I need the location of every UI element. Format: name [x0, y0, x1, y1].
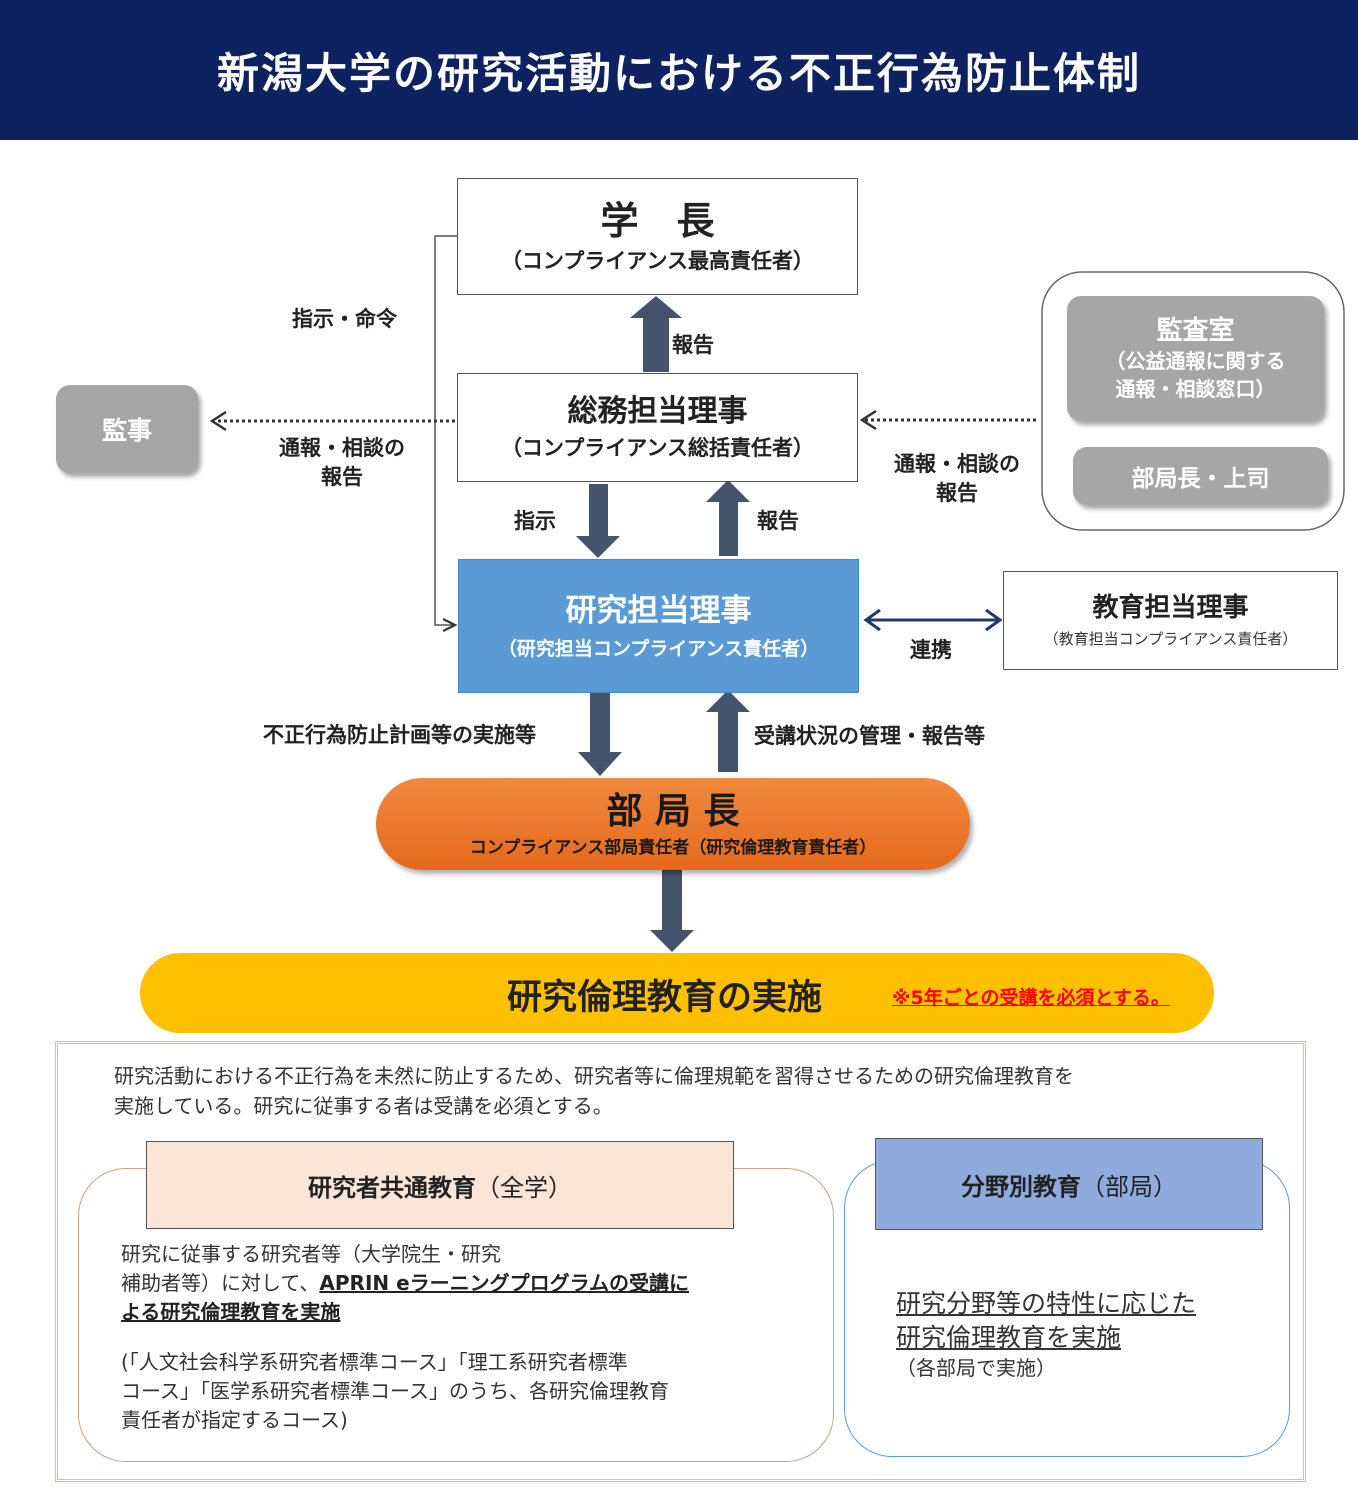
common-education-title-box: 研究者共通教育 （全学）: [146, 1141, 734, 1229]
field-education-line3: （各部局で実施）: [896, 1356, 1056, 1380]
ethics-note: ※5年ごとの受講を必須とする。: [892, 987, 1170, 1009]
report-consult-left-line1: 通報・相談の: [279, 436, 405, 460]
president-box: 学 長 （コンプライアンス最高責任者）: [457, 178, 858, 295]
field-education-desc: 研究分野等の特性に応じた 研究倫理教育を実施 （各部局で実施）: [896, 1287, 1196, 1381]
general-director-subtitle: （コンプライアンス総括責任者）: [500, 435, 815, 460]
supervisor-label: 部局長・上司: [1131, 466, 1270, 492]
ethics-detail-frame: [55, 1041, 1306, 1482]
common-education-courses: (「人文社会科学系研究者標準コース」「理工系研究者標準 コース」「医学系研究者標…: [121, 1348, 821, 1435]
ethics-intro: 研究活動における不正行為を未然に防止するため、研究者等に倫理規範を習得させるため…: [114, 1061, 1074, 1121]
common-education-line3: よる研究倫理教育を実施: [121, 1300, 341, 1324]
instruct-down-arrow: [576, 484, 620, 558]
audit-office-title: 監査室: [1156, 315, 1235, 346]
field-education-scope: （部局）: [1081, 1172, 1177, 1201]
common-education-course3: 責任者が指定するコース): [121, 1408, 348, 1432]
cooperate-label: 連携: [910, 638, 952, 662]
ethics-intro-line1: 研究活動における不正行為を未然に防止するため、研究者等に倫理規範を習得させるため…: [114, 1064, 1074, 1088]
audit-office-box: 監査室 （公益通報に関する 通報・相談窓口）: [1067, 296, 1324, 421]
ethics-down-arrow: [650, 870, 694, 952]
instruct-label: 指示: [514, 509, 556, 533]
general-director-box: 総務担当理事 （コンプライアンス総括責任者）: [457, 373, 858, 482]
common-education-aprin: APRIN eラーニングプログラムの受講に: [319, 1271, 690, 1295]
supervisor-box: 部局長・上司: [1073, 447, 1328, 505]
implement-plan-label: 不正行為防止計画等の実施等: [263, 723, 536, 747]
manage-report-label: 受講状況の管理・報告等: [754, 724, 985, 748]
audit-office-line2: 通報・相談窓口）: [1115, 376, 1276, 401]
research-director-title: 研究担当理事: [565, 592, 752, 629]
field-education-line2: 研究倫理教育を実施: [896, 1323, 1122, 1352]
report-consult-right-line2: 報告: [936, 481, 978, 505]
common-education-desc: 研究に従事する研究者等（大学院生・研究 補助者等）に対して、APRIN eラーニ…: [121, 1240, 821, 1327]
general-director-title: 総務担当理事: [567, 393, 748, 429]
report-consult-left-label: 通報・相談の 報告: [268, 434, 416, 492]
department-head-subtitle: コンプライアンス部局責任者（研究倫理教育責任者）: [469, 837, 877, 858]
research-director-subtitle: （研究担当コンプライアンス責任者）: [497, 637, 820, 660]
auditor-box: 監事: [56, 385, 198, 473]
common-education-line2: 補助者等）に対して、APRIN eラーニングプログラムの受講に: [121, 1269, 821, 1298]
education-director-subtitle: （教育担当コンプライアンス責任者）: [1043, 630, 1298, 648]
common-education-scope: （全学）: [476, 1173, 572, 1202]
report-up-arrow-2: [706, 480, 750, 556]
field-education-title-box: 分野別教育 （部局）: [875, 1138, 1263, 1230]
report-consult-right-label: 通報・相談の 報告: [883, 450, 1031, 508]
report-consult-right-line1: 通報・相談の: [894, 452, 1020, 476]
department-head-title: 部 局 長: [606, 790, 740, 832]
page-title: 新潟大学の研究活動における不正行為防止体制: [0, 0, 1358, 140]
instruct-order-line: [434, 235, 458, 625]
audit-office-line1: （公益通報に関する: [1105, 348, 1286, 373]
instruct-order-label: 指示・命令: [292, 307, 397, 331]
president-subtitle: （コンプライアンス最高責任者）: [500, 248, 815, 273]
auditor-label: 監事: [101, 416, 152, 445]
common-education-line1: 研究に従事する研究者等（大学院生・研究: [121, 1242, 501, 1266]
ethics-banner: 研究倫理教育の実施 ※5年ごとの受講を必須とする。: [140, 953, 1214, 1033]
common-education-line2a: 補助者等）に対して、: [121, 1271, 320, 1295]
department-head-box: 部 局 長 コンプライアンス部局責任者（研究倫理教育責任者）: [376, 778, 970, 870]
field-education-title: 分野別教育: [961, 1172, 1081, 1201]
report-up-label: 報告: [672, 333, 714, 357]
report-up-arrow: [630, 296, 682, 372]
education-director-box: 教育担当理事 （教育担当コンプライアンス責任者）: [1003, 571, 1338, 670]
common-education-title: 研究者共通教育: [308, 1173, 476, 1202]
research-director-box: 研究担当理事 （研究担当コンプライアンス責任者）: [458, 559, 859, 693]
education-director-title: 教育担当理事: [1092, 593, 1249, 623]
plan-down-arrow: [578, 692, 622, 776]
common-education-course1: (「人文社会科学系研究者標準コース」「理工系研究者標準: [121, 1350, 628, 1374]
report-consult-left-line2: 報告: [321, 465, 363, 489]
manage-up-arrow: [706, 690, 750, 772]
ethics-banner-title: 研究倫理教育の実施: [507, 978, 823, 1018]
president-title: 学 長: [600, 198, 715, 243]
field-education-line1: 研究分野等の特性に応じた: [896, 1289, 1197, 1318]
common-education-course2: コース」「医学系研究者標準コース」のうち、各研究倫理教育: [121, 1379, 669, 1403]
report-mid-label: 報告: [757, 509, 799, 533]
ethics-intro-line2: 実施している。研究に従事する者は受講を必須とする。: [114, 1094, 613, 1118]
